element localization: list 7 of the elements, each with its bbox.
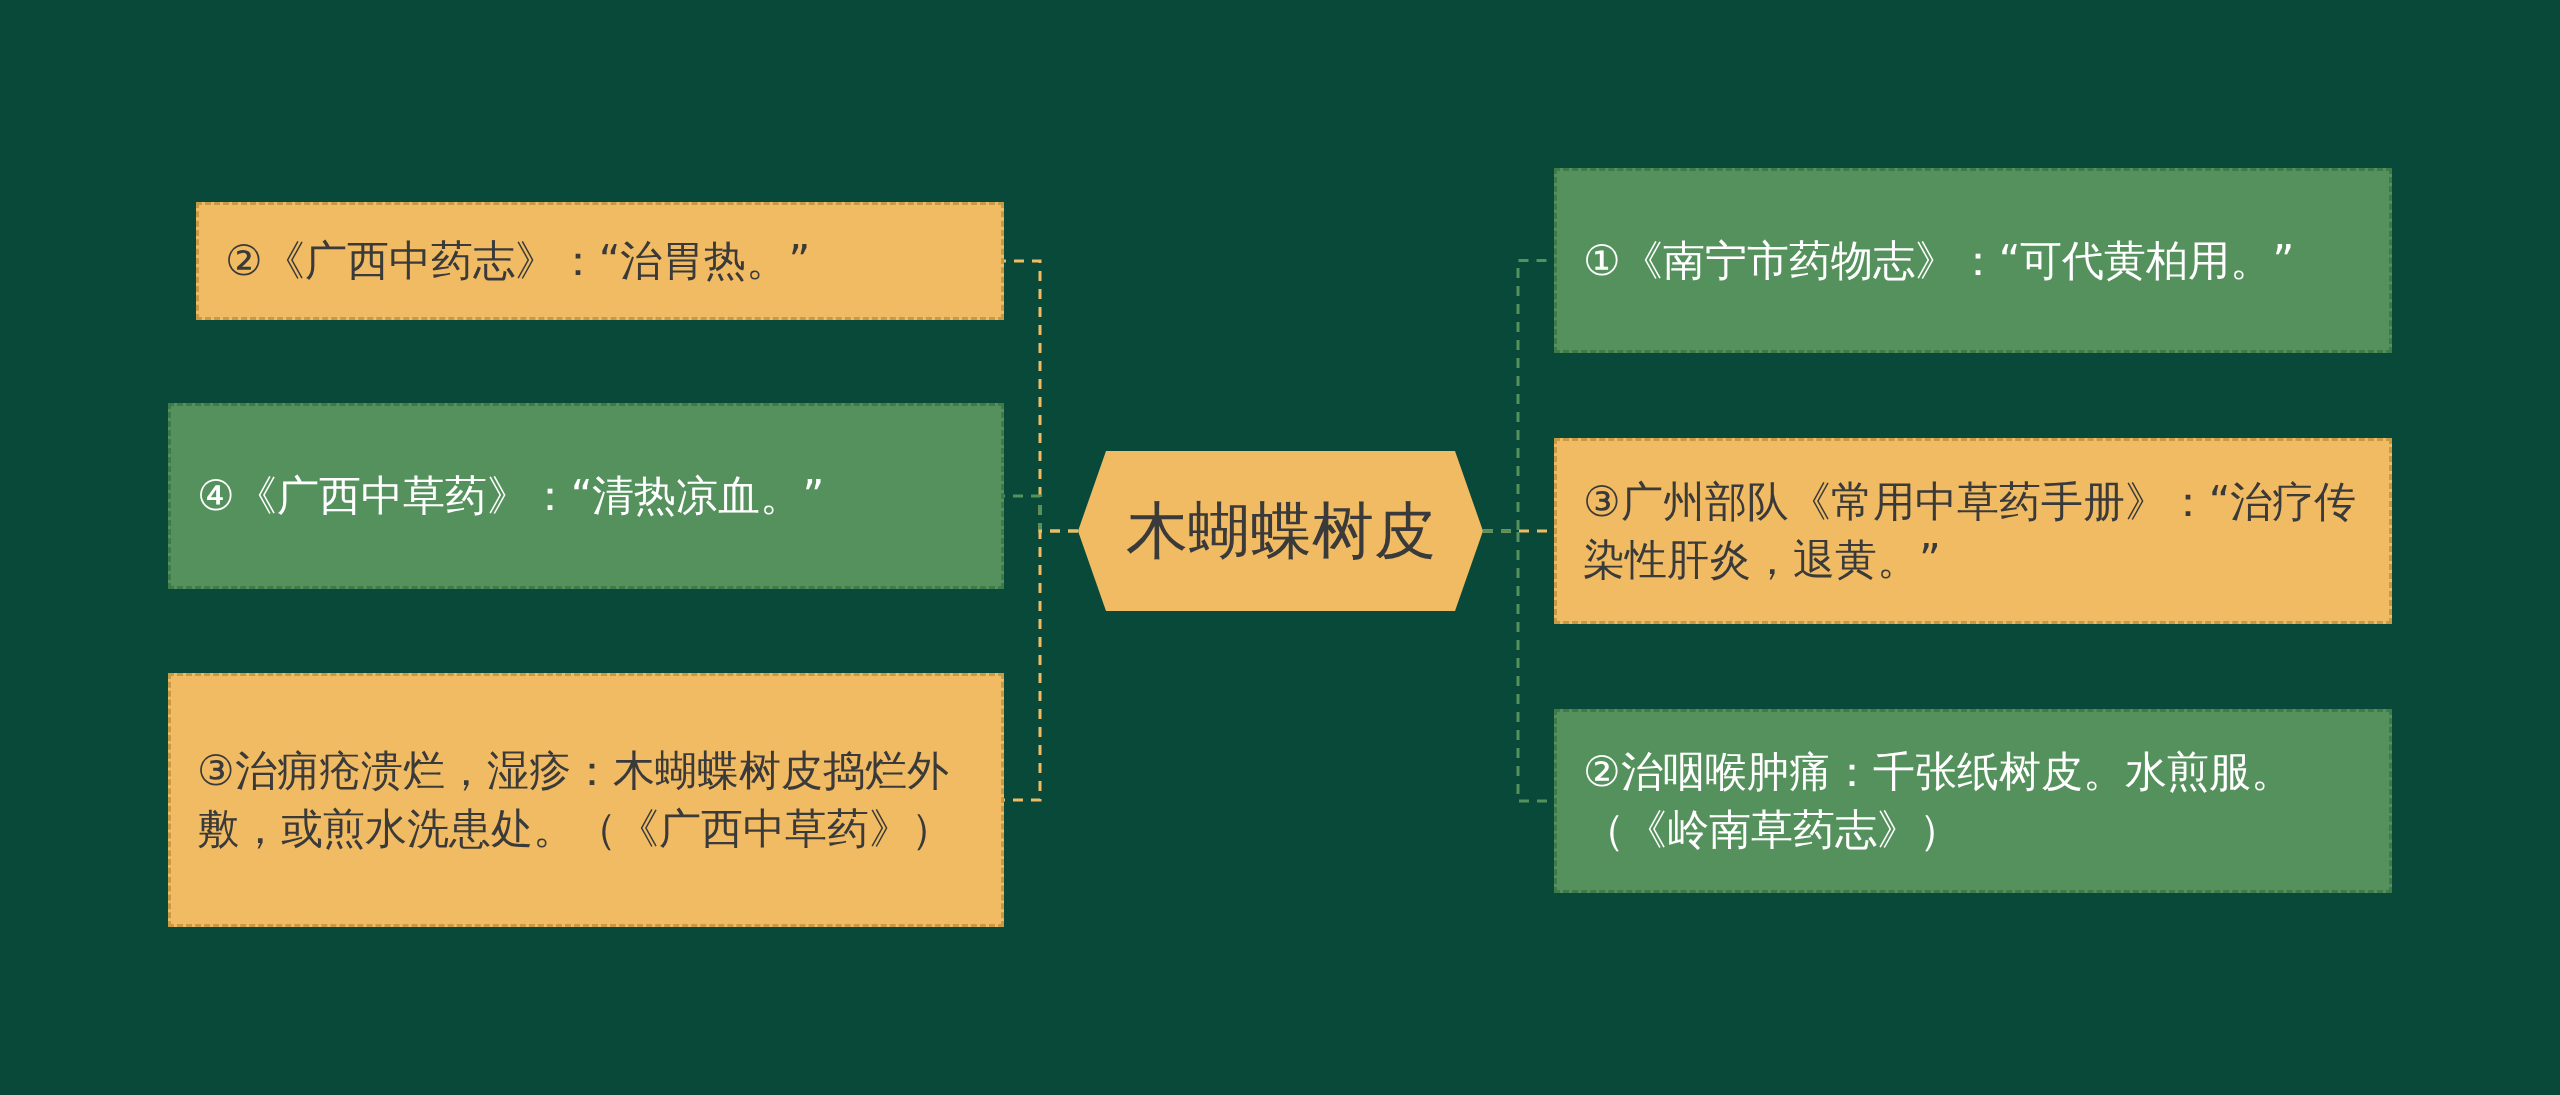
topic-box: ④《广西中草药》：“清热凉血。” (168, 403, 1004, 589)
topic-box: ②治咽喉肿痛：千张纸树皮。水煎服。（《岭南草药志》） (1554, 709, 2392, 893)
topic-hexagon: 木蝴蝶树皮 (1078, 451, 1483, 611)
topic-box: ②《广西中药志》：“治胃热。” (196, 202, 1004, 320)
topic-box: ③治痈疮溃烂，湿疹：木蝴蝶树皮捣烂外敷，或煎水洗患处。（《广西中草药》） (168, 673, 1004, 927)
topic-box: ③广州部队《常用中草药手册》：“治疗传染性肝炎，退黄。” (1554, 438, 2392, 624)
topic-box: ①《南宁市药物志》：“可代黄柏用。” (1554, 168, 2392, 353)
